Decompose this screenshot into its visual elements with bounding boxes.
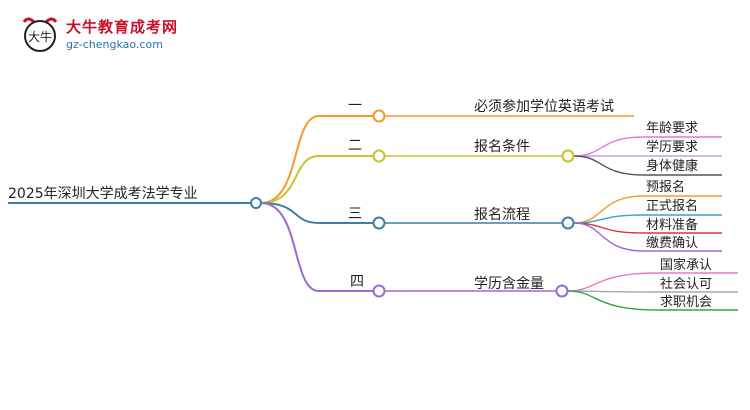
branch-3-node	[372, 216, 386, 230]
branch-3-child-3: 材料准备	[646, 218, 699, 233]
branch-3-child-1: 预报名	[646, 180, 686, 195]
branch-4-child-3: 求职机会	[660, 295, 713, 310]
branch-4-connector	[260, 202, 373, 292]
logo-mark-text: 大牛	[28, 29, 52, 44]
bull-logo-icon: 大牛	[22, 17, 58, 52]
branch-4-child-2-connector	[567, 290, 659, 293]
branch-3-child-2: 正式报名	[646, 199, 699, 214]
branch-4-child-1-connector	[567, 272, 659, 292]
branch-3-child-4: 缴费确认	[646, 236, 699, 251]
branch-2-child-3-connector	[573, 155, 645, 176]
branch-4-node	[372, 284, 386, 298]
brand-name: 大牛教育成考网	[66, 18, 179, 36]
branch-2-child-1: 年龄要求	[646, 121, 699, 136]
branch-1-label: 必须参加学位英语考试	[474, 99, 614, 115]
branch-3-child-2-connector	[573, 214, 645, 224]
branch-4-number: 四	[350, 274, 364, 290]
branch-3-child-4-connector	[573, 222, 645, 252]
branch-2-node	[372, 149, 386, 163]
branch-4-child-2: 社会认可	[660, 277, 713, 292]
branch-3-end-node	[561, 216, 575, 230]
branch-3-child-1-connector	[573, 195, 645, 224]
branch-2-child-1-connector	[573, 136, 645, 157]
root-node	[250, 197, 262, 209]
brand-logo: 大牛 大牛教育成考网 gz-chengkao.com	[14, 14, 204, 58]
branch-4-end-node	[555, 284, 569, 298]
branch-2-connector	[260, 155, 373, 204]
branch-2-child-3: 身体健康	[646, 159, 699, 174]
branch-4-label: 学历含金量	[474, 276, 544, 292]
branch-2-number: 二	[348, 138, 362, 154]
branch-1-number: 一	[348, 98, 362, 114]
branch-2-label: 报名条件	[474, 139, 530, 155]
branch-1-connector	[260, 115, 373, 204]
branch-4-child-1: 国家承认	[660, 258, 713, 273]
brand-url[interactable]: gz-chengkao.com	[66, 38, 163, 51]
branch-2-child-2: 学历要求	[646, 140, 699, 155]
branch-3-connector	[260, 202, 373, 224]
branch-3-label: 报名流程	[474, 207, 530, 223]
branch-4-child-3-connector	[567, 290, 659, 311]
branch-1-node	[372, 109, 386, 123]
branch-3-number: 三	[348, 206, 362, 222]
root-topic: 2025年深圳大学成考法学专业	[8, 186, 198, 202]
branch-2-end-node	[561, 149, 575, 163]
